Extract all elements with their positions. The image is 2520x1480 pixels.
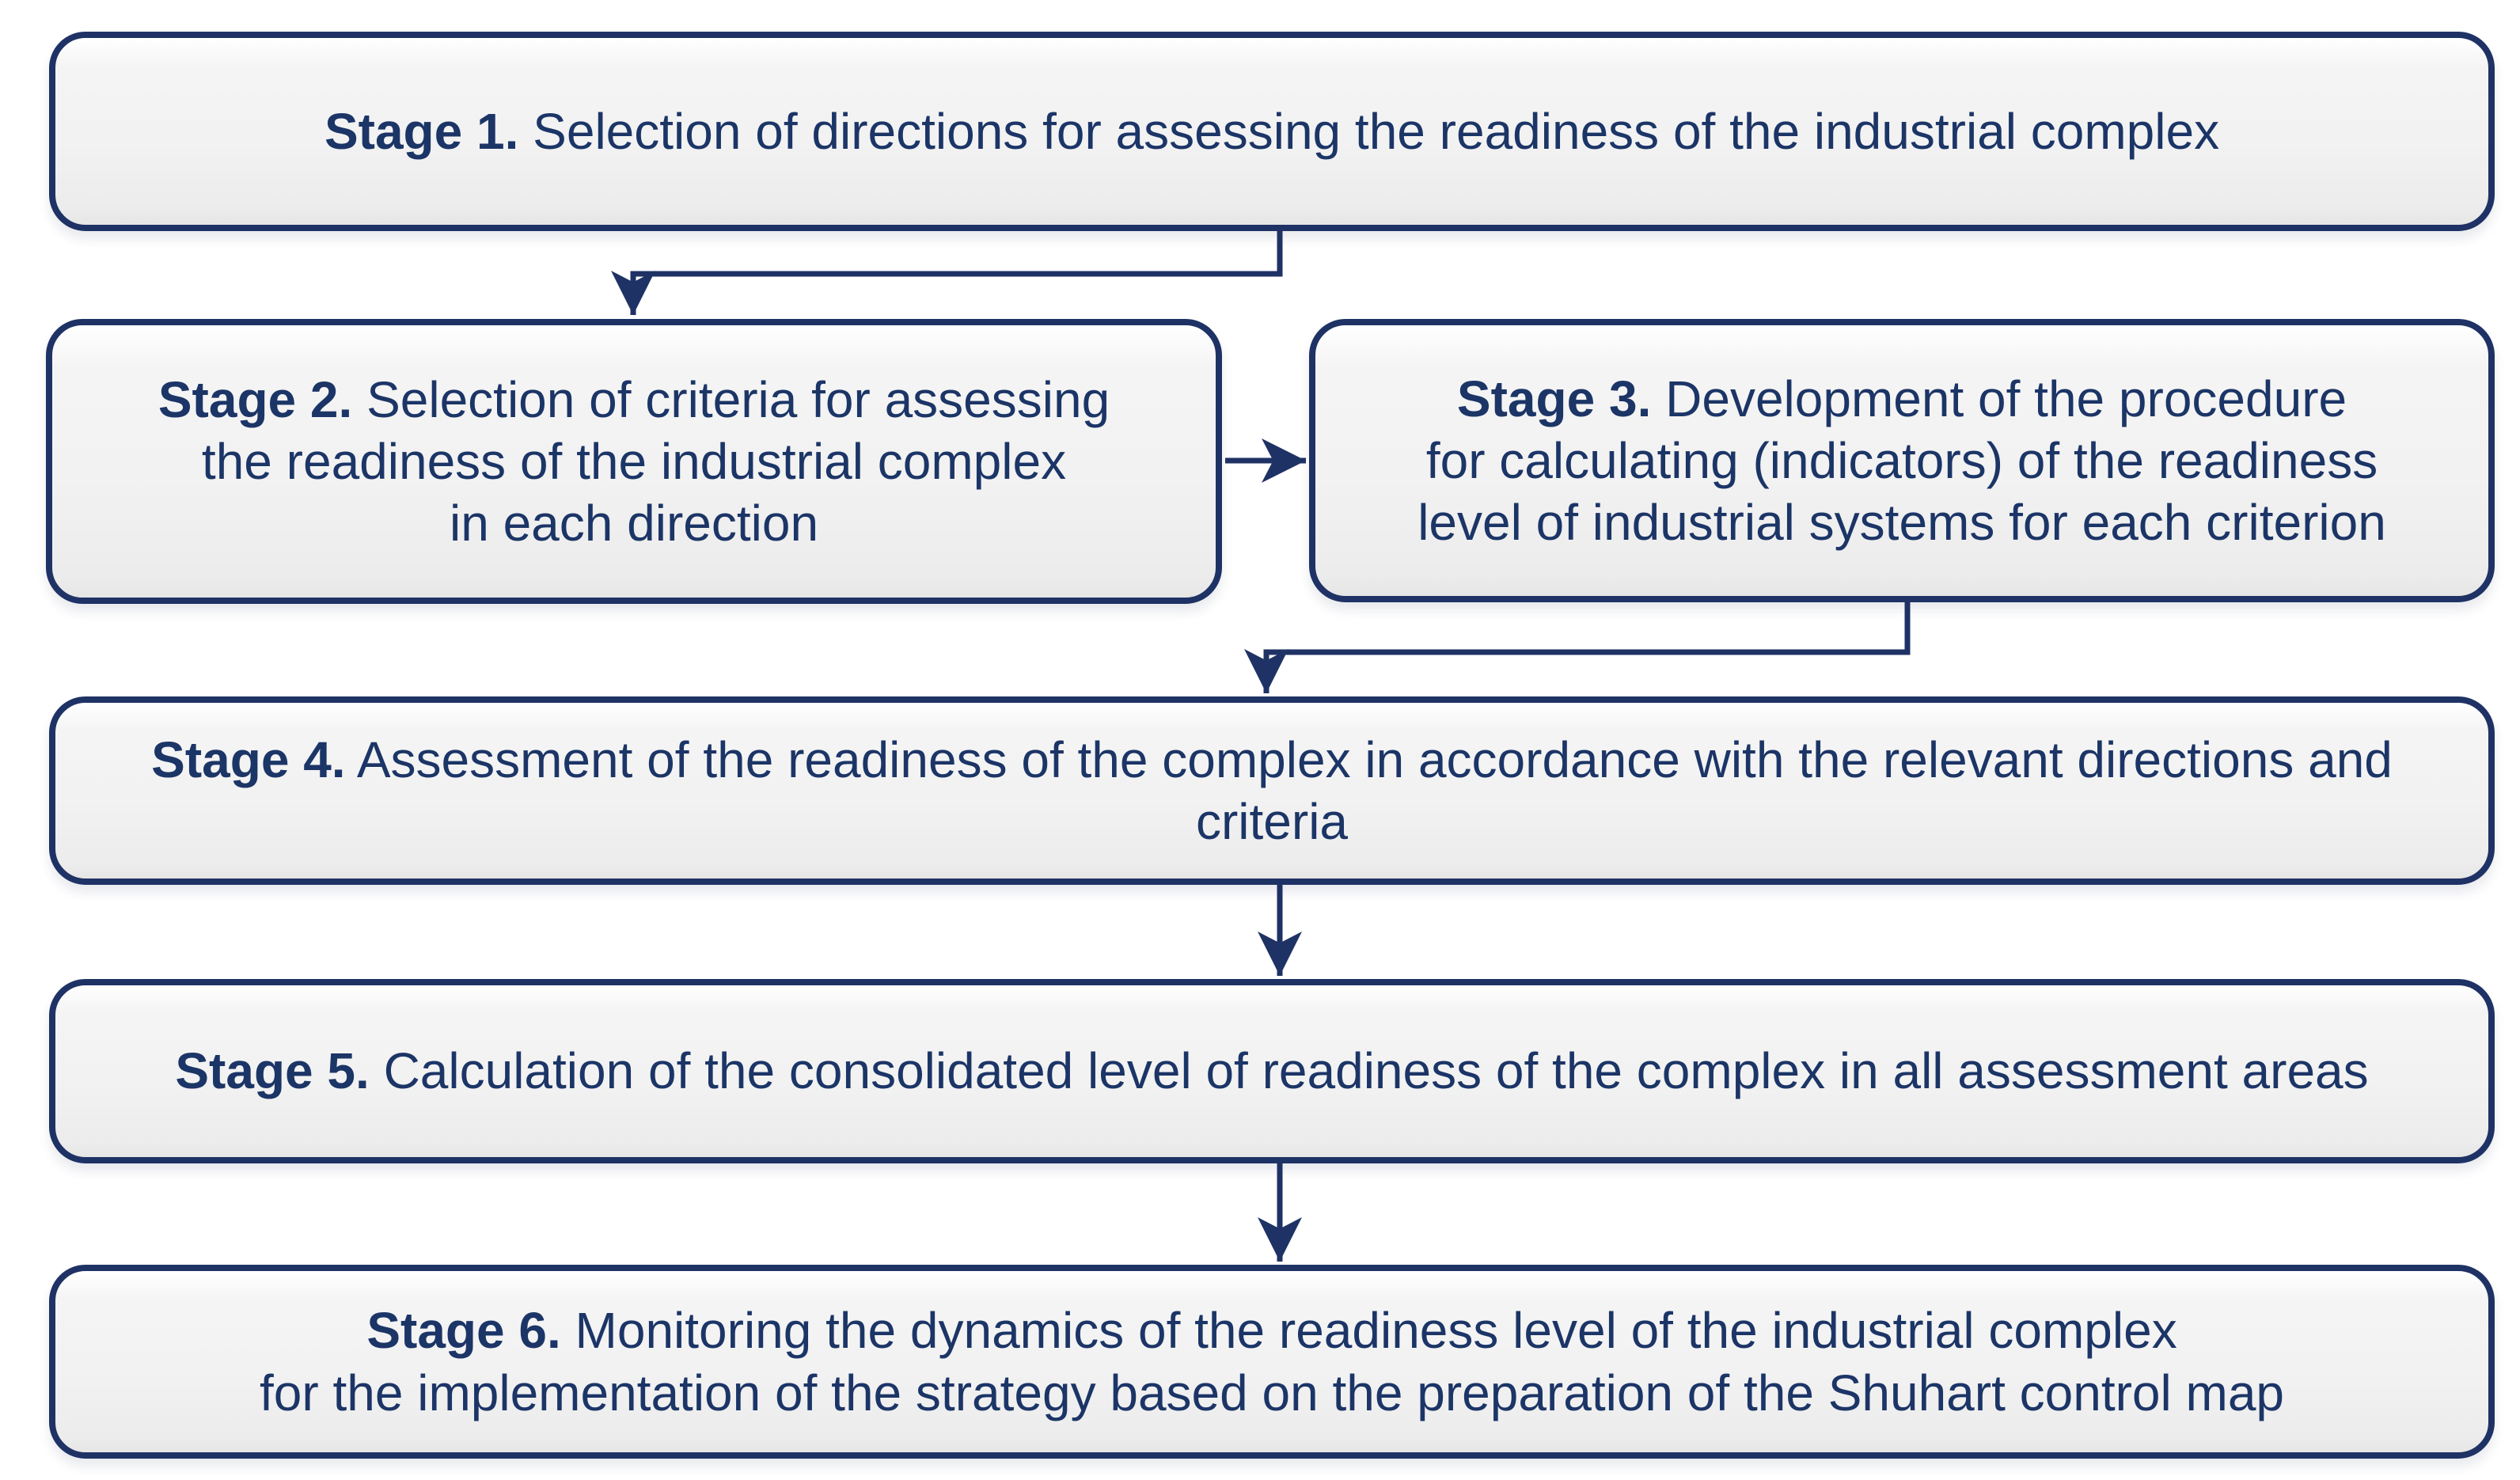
- stage-1-text: Stage 1. Selection of directions for ass…: [324, 101, 2219, 162]
- stage-2-box: Stage 2. Selection of criteria for asses…: [46, 319, 1222, 604]
- stage-4-box: Stage 4. Assessment of the readiness of …: [49, 696, 2495, 885]
- stage-6-box: Stage 6. Monitoring the dynamics of the …: [49, 1265, 2495, 1459]
- stage-2-text: Stage 2. Selection of criteria for asses…: [158, 369, 1110, 554]
- stage-3-box: Stage 3. Development of the procedure fo…: [1309, 319, 2495, 602]
- stage-6-label: Stage 6.: [366, 1302, 561, 1360]
- stage-1-box: Stage 1. Selection of directions for ass…: [49, 32, 2495, 231]
- stage-5-box: Stage 5. Calculation of the consolidated…: [49, 979, 2495, 1163]
- stage-2-body: Selection of criteria for assessing the …: [201, 370, 1110, 552]
- stage-1-body: Selection of directions for assessing th…: [533, 102, 2220, 160]
- connector-stage1-stage2: [611, 231, 1283, 315]
- stage-6-text: Stage 6. Monitoring the dynamics of the …: [260, 1300, 2284, 1423]
- stage-4-body: Assessment of the readiness of the compl…: [356, 731, 2393, 850]
- stage-3-label: Stage 3.: [1456, 370, 1652, 427]
- stage-3-body: Development of the procedure for calcula…: [1418, 370, 2386, 552]
- stage-4-label: Stage 4.: [151, 731, 346, 788]
- connector-stage3-stage4: [1244, 602, 1911, 693]
- stage-3-text: Stage 3. Development of the procedure fo…: [1418, 368, 2386, 553]
- stage-1-label: Stage 1.: [324, 102, 519, 160]
- stage-4-text: Stage 4. Assessment of the readiness of …: [95, 729, 2449, 852]
- stage-2-label: Stage 2.: [158, 370, 353, 428]
- stage-5-text: Stage 5. Calculation of the consolidated…: [175, 1040, 2368, 1102]
- stage-5-body: Calculation of the consolidated level of…: [383, 1042, 2369, 1100]
- stage-6-body: Monitoring the dynamics of the readiness…: [260, 1302, 2284, 1421]
- stage-5-label: Stage 5.: [175, 1042, 370, 1100]
